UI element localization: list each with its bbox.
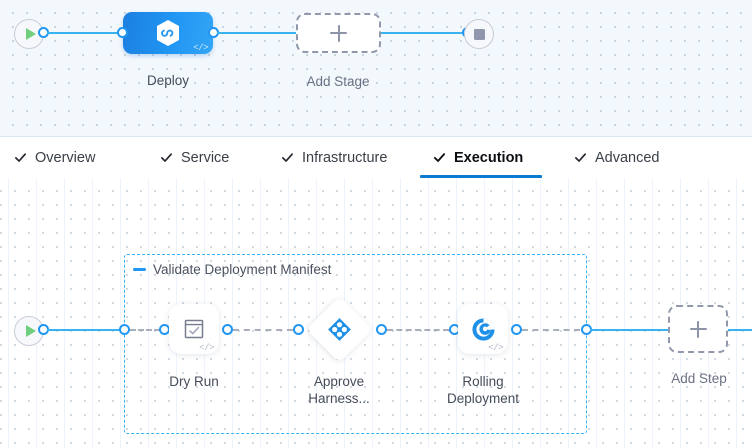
check-icon	[15, 153, 26, 162]
approval-in-dot[interactable]	[293, 324, 304, 335]
tab-service[interactable]: Service	[160, 137, 229, 178]
tab-advanced-label: Advanced	[595, 149, 660, 166]
check-icon	[282, 153, 293, 162]
play-icon	[25, 325, 36, 337]
step-group-label: Validate Deployment Manifest	[153, 262, 332, 277]
stage-label-deploy: Deploy	[146, 73, 190, 88]
wire-approval-to-rolling	[387, 329, 449, 331]
approval-out-dot[interactable]	[376, 324, 387, 335]
wire-dryrun-to-approval	[233, 329, 293, 331]
step-node-dry-run[interactable]: </>	[169, 304, 219, 354]
wire-rolling-to-group-out	[522, 329, 580, 331]
execution-step-canvas[interactable]: Validate Deployment Manifest </> Dry Run	[0, 178, 752, 448]
harness-hexagon-icon	[157, 20, 179, 46]
stage-code-badge: </>	[193, 43, 208, 53]
check-icon	[575, 153, 586, 162]
add-step-button[interactable]	[668, 305, 728, 353]
wire-deploy-to-addstage	[217, 32, 297, 34]
rolling-out-dot[interactable]	[511, 324, 522, 335]
step-label-rolling-deployment: Rolling Deployment	[446, 374, 520, 406]
stage-canvas[interactable]: </> Deploy Add Stage	[0, 0, 752, 137]
stage-deploy-in-dot[interactable]	[117, 27, 128, 38]
plus-icon-vertical	[337, 24, 340, 42]
tab-execution[interactable]: Execution	[433, 137, 523, 178]
stage-tabbar: Overview Service Infrastructure Executio…	[0, 137, 752, 179]
check-icon	[433, 153, 446, 162]
add-step-label: Add Step	[671, 371, 727, 386]
stage-node-deploy[interactable]: </>	[123, 12, 213, 54]
tab-overview-label: Overview	[35, 149, 96, 166]
check-icon	[161, 153, 172, 162]
step-node-approve-harness[interactable]	[306, 296, 373, 363]
step-label-dry-run: Dry Run	[169, 374, 219, 389]
tab-overview[interactable]: Overview	[14, 137, 95, 178]
wire-addstep-out	[728, 329, 752, 331]
tab-infrastructure-label: Infrastructure	[302, 149, 388, 166]
tab-service-label: Service	[181, 149, 230, 166]
collapse-dash-icon[interactable]	[133, 268, 146, 271]
harness-approval-icon	[328, 318, 351, 341]
play-icon	[25, 28, 36, 40]
wire-group-to-addstep	[590, 329, 668, 331]
approval-icon-wrap	[316, 306, 363, 353]
stage-end-node[interactable]	[464, 19, 494, 49]
step-node-rolling-deployment[interactable]: </>	[458, 304, 508, 354]
wire-addstage-to-end	[381, 32, 468, 34]
dry-run-code-badge: </>	[199, 343, 214, 353]
tab-infrastructure[interactable]: Infrastructure	[281, 137, 387, 178]
add-stage-label: Add Stage	[306, 74, 370, 89]
tab-advanced[interactable]: Advanced	[574, 137, 660, 178]
wire-start-to-group	[47, 329, 122, 331]
rolling-code-badge: </>	[488, 343, 503, 353]
add-stage-button[interactable]	[296, 13, 381, 53]
group-in-dot[interactable]	[119, 324, 130, 335]
tab-execution-label: Execution	[454, 149, 524, 166]
step-group-validate-deployment-manifest[interactable]	[124, 254, 587, 434]
stop-icon	[473, 28, 485, 40]
step-group-header[interactable]: Validate Deployment Manifest	[133, 262, 331, 277]
plus-icon-vertical	[697, 320, 699, 338]
dry-run-window-check-icon	[184, 319, 204, 339]
step-label-approve-harness: Approve Harness...	[308, 374, 370, 406]
dryrun-out-dot[interactable]	[222, 324, 233, 335]
active-tab-underline	[420, 175, 542, 178]
wire-group-in-to-dryrun	[130, 329, 160, 331]
wire-start-to-deploy	[47, 32, 123, 34]
rolling-deployment-icon	[471, 317, 495, 341]
